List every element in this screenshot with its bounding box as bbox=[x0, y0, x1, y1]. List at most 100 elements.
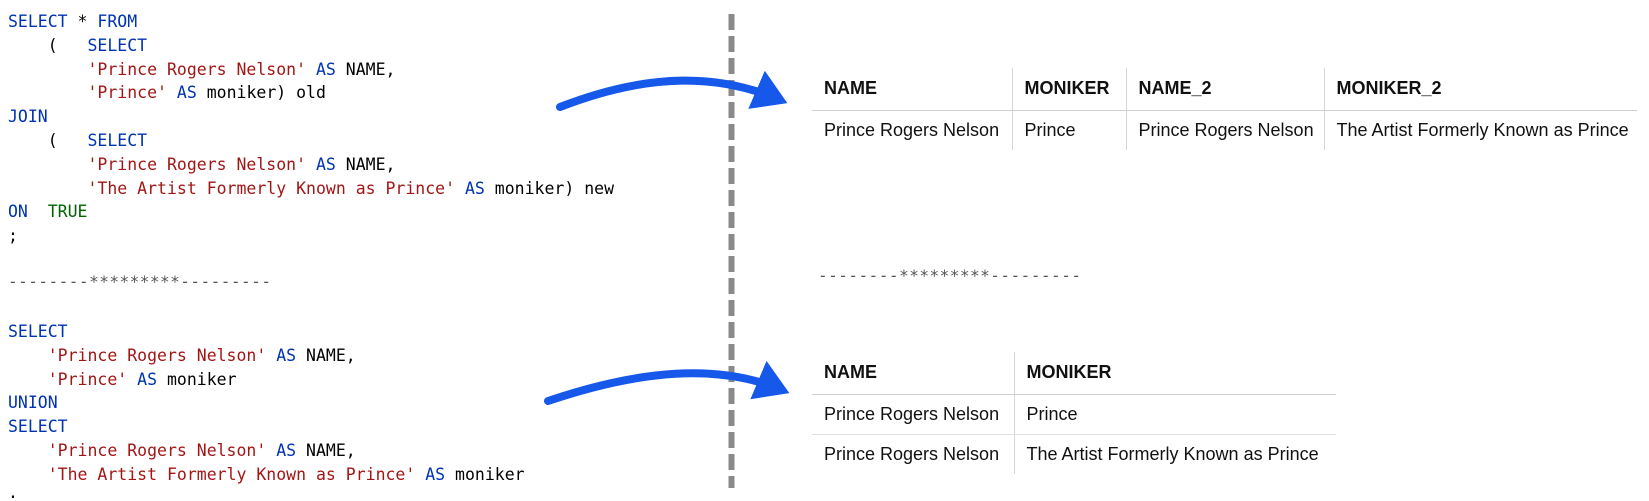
table-cell: Prince Rogers Nelson bbox=[1125, 110, 1324, 150]
separator-left: --------*********--------- bbox=[8, 272, 272, 291]
code-token-keyword: AS bbox=[176, 83, 197, 103]
code-line: 'The Artist Formerly Known as Prince' AS… bbox=[8, 177, 614, 201]
code-line: ; bbox=[8, 487, 525, 501]
table-cell: Prince bbox=[1011, 110, 1126, 150]
table-row: Prince Rogers Nelson The Artist Formerly… bbox=[812, 434, 1336, 474]
code-token-string: 'The Artist Formerly Known as Prince' bbox=[87, 178, 456, 198]
curved-arrow-right-icon bbox=[544, 360, 790, 405]
code-token-keyword: AS bbox=[425, 464, 446, 484]
code-token-keyword: SELECT bbox=[8, 417, 68, 437]
table-cell: Prince Rogers Nelson bbox=[824, 119, 1000, 140]
code-token-plain bbox=[127, 370, 137, 389]
code-line: 'Prince Rogers Nelson' AS NAME, bbox=[8, 58, 614, 82]
code-token-plain bbox=[266, 346, 276, 365]
code-token-plain bbox=[306, 60, 316, 79]
code-token-keyword: FROM bbox=[97, 12, 138, 31]
code-token-keyword: AS bbox=[315, 59, 336, 79]
code-token-plain: ; bbox=[8, 488, 18, 501]
code-token-plain: NAME, bbox=[296, 345, 356, 365]
code-token-keyword: AS bbox=[464, 178, 485, 198]
code-line: 'The Artist Formerly Known as Prince' AS… bbox=[8, 463, 525, 487]
code-token-plain: NAME, bbox=[335, 59, 396, 79]
code-token-string: 'The Artist Formerly Known as Prince' bbox=[47, 464, 416, 484]
code-token-keyword: UNION bbox=[8, 393, 58, 413]
code-line: ( SELECT bbox=[8, 129, 614, 153]
code-token-string: 'Prince Rogers Nelson' bbox=[87, 154, 307, 174]
code-token-plain bbox=[28, 202, 48, 221]
code-token-plain bbox=[8, 441, 48, 460]
code-token-plain: NAME, bbox=[335, 154, 396, 174]
code-token-plain bbox=[8, 465, 48, 484]
code-token-keyword: SELECT bbox=[87, 35, 148, 55]
code-line: UNION bbox=[8, 391, 525, 415]
code-token-string: 'Prince Rogers Nelson' bbox=[47, 345, 267, 365]
code-line: JOIN bbox=[8, 105, 614, 129]
code-token-plain: moniker) new bbox=[484, 178, 614, 198]
code-line: ON TRUE bbox=[8, 200, 614, 224]
code-line: SELECT * FROM bbox=[8, 10, 614, 34]
code-token-plain: NAME, bbox=[296, 440, 356, 460]
code-token-string: 'Prince Rogers Nelson' bbox=[47, 440, 267, 460]
code-token-keyword: SELECT bbox=[8, 322, 68, 341]
table-cell: The Artist Formerly Known as Prince bbox=[1323, 110, 1637, 150]
code-token-plain bbox=[8, 83, 87, 102]
code-token-plain: moniker bbox=[157, 369, 237, 389]
code-line: 'Prince' AS moniker) old bbox=[8, 81, 614, 105]
code-token-plain bbox=[266, 441, 276, 460]
column-header: NAME_2 bbox=[1125, 68, 1324, 111]
table-cell: Prince bbox=[1013, 394, 1336, 435]
code-token-plain bbox=[415, 465, 425, 484]
column-header: MONIKER bbox=[1013, 352, 1336, 395]
code-line: 'Prince Rogers Nelson' AS NAME, bbox=[8, 439, 525, 463]
table-header-row: NAME MONIKER bbox=[812, 352, 1336, 395]
separator-right: --------*********--------- bbox=[818, 266, 1082, 285]
table-cell: Prince Rogers Nelson bbox=[824, 443, 1000, 464]
union-query-code: SELECT 'Prince Rogers Nelson' AS NAME, '… bbox=[8, 320, 525, 501]
code-token-keyword: ON bbox=[8, 202, 28, 222]
code-token-plain bbox=[8, 370, 48, 389]
code-token-plain: * bbox=[67, 12, 98, 31]
table-cell: Prince Rogers Nelson bbox=[812, 394, 1014, 435]
code-token-string: 'Prince' bbox=[47, 369, 128, 389]
code-token-plain bbox=[8, 346, 48, 365]
code-token-plain: moniker bbox=[445, 464, 525, 484]
code-token-keyword: AS bbox=[137, 369, 158, 389]
table-row: Prince Rogers Nelson Prince bbox=[812, 394, 1336, 435]
code-line: 'Prince' AS moniker bbox=[8, 368, 525, 392]
dashed-divider bbox=[728, 14, 735, 488]
code-line: 'Prince Rogers Nelson' AS NAME, bbox=[8, 344, 525, 368]
column-header: MONIKER_2 bbox=[1323, 68, 1637, 111]
code-token-keyword: AS bbox=[276, 440, 297, 460]
code-token-plain: moniker) old bbox=[196, 83, 326, 103]
code-line: ; bbox=[8, 224, 614, 248]
union-result-table: NAME MONIKER Prince Rogers Nelson Prince… bbox=[812, 352, 1336, 474]
table-cell: The Artist Formerly Known as Prince bbox=[1013, 434, 1336, 474]
code-token-keyword: AS bbox=[276, 345, 297, 365]
code-token-keyword: SELECT bbox=[8, 12, 68, 31]
code-token-keyword: AS bbox=[315, 154, 336, 174]
code-line: ( SELECT bbox=[8, 34, 614, 58]
join-query-code: SELECT * FROM ( SELECT 'Prince Rogers Ne… bbox=[8, 10, 614, 248]
code-token-plain bbox=[8, 179, 87, 198]
code-token-keyword: SELECT bbox=[87, 130, 148, 150]
table-row: Prince Rogers Nelson Prince Prince Roger… bbox=[812, 110, 1637, 150]
code-line: SELECT bbox=[8, 415, 525, 439]
column-header: MONIKER bbox=[1011, 68, 1126, 111]
code-token-literal: TRUE bbox=[47, 202, 88, 222]
code-token-plain: ( bbox=[8, 130, 88, 150]
code-token-plain bbox=[8, 60, 87, 79]
code-token-plain bbox=[306, 155, 316, 174]
code-token-plain bbox=[455, 179, 465, 198]
column-header: NAME bbox=[812, 68, 1012, 111]
table-header-row: NAME MONIKER NAME_2 MONIKER_2 bbox=[812, 68, 1637, 111]
code-token-string: 'Prince' bbox=[87, 83, 167, 103]
code-token-plain: ; bbox=[8, 226, 18, 246]
code-token-plain bbox=[167, 83, 177, 102]
code-token-plain: ( bbox=[8, 35, 88, 55]
code-token-string: 'Prince Rogers Nelson' bbox=[87, 59, 307, 79]
code-token-plain bbox=[8, 155, 87, 174]
code-line: 'Prince Rogers Nelson' AS NAME, bbox=[8, 153, 614, 177]
column-header: NAME bbox=[812, 352, 1014, 395]
code-line: SELECT bbox=[8, 320, 525, 344]
join-result-table: NAME MONIKER NAME_2 MONIKER_2 Prince Rog… bbox=[812, 68, 1637, 150]
